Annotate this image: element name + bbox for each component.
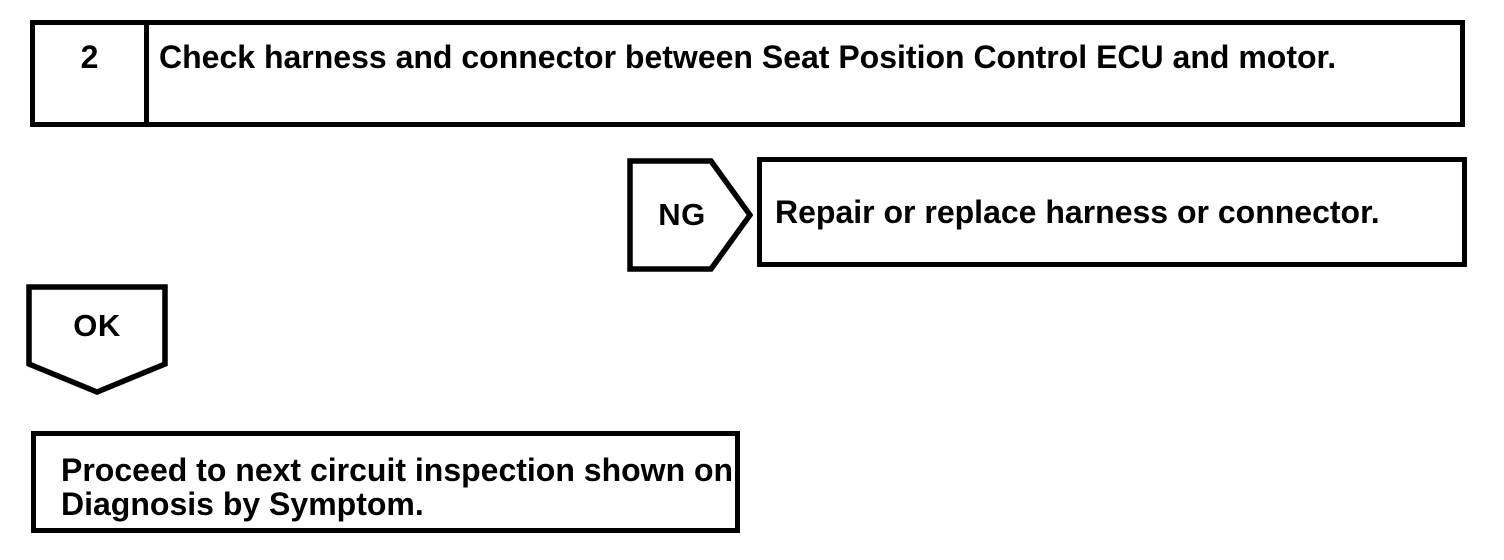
step-number: 2 (35, 25, 149, 122)
step-instruction: Check harness and connector between Seat… (159, 39, 1337, 75)
ok-result-box: Proceed to next circuit inspection shown… (31, 431, 740, 533)
ng-connector: NG (627, 158, 753, 272)
ok-result-line1: Proceed to next circuit inspection shown… (61, 452, 734, 488)
ng-result-text: Repair or replace harness or connector. (775, 193, 1380, 230)
ng-label: NG (658, 197, 706, 232)
ng-result-box: Repair or replace harness or connector. (757, 157, 1467, 267)
ok-pentagon-icon (26, 284, 168, 395)
ok-label: OK (73, 308, 121, 343)
ng-pentagon-icon (627, 158, 753, 272)
ok-connector: OK (26, 284, 168, 396)
ok-result-line2: Diagnosis by Symptom. (61, 486, 424, 522)
step-box: 2 Check harness and connector between Se… (30, 20, 1465, 127)
